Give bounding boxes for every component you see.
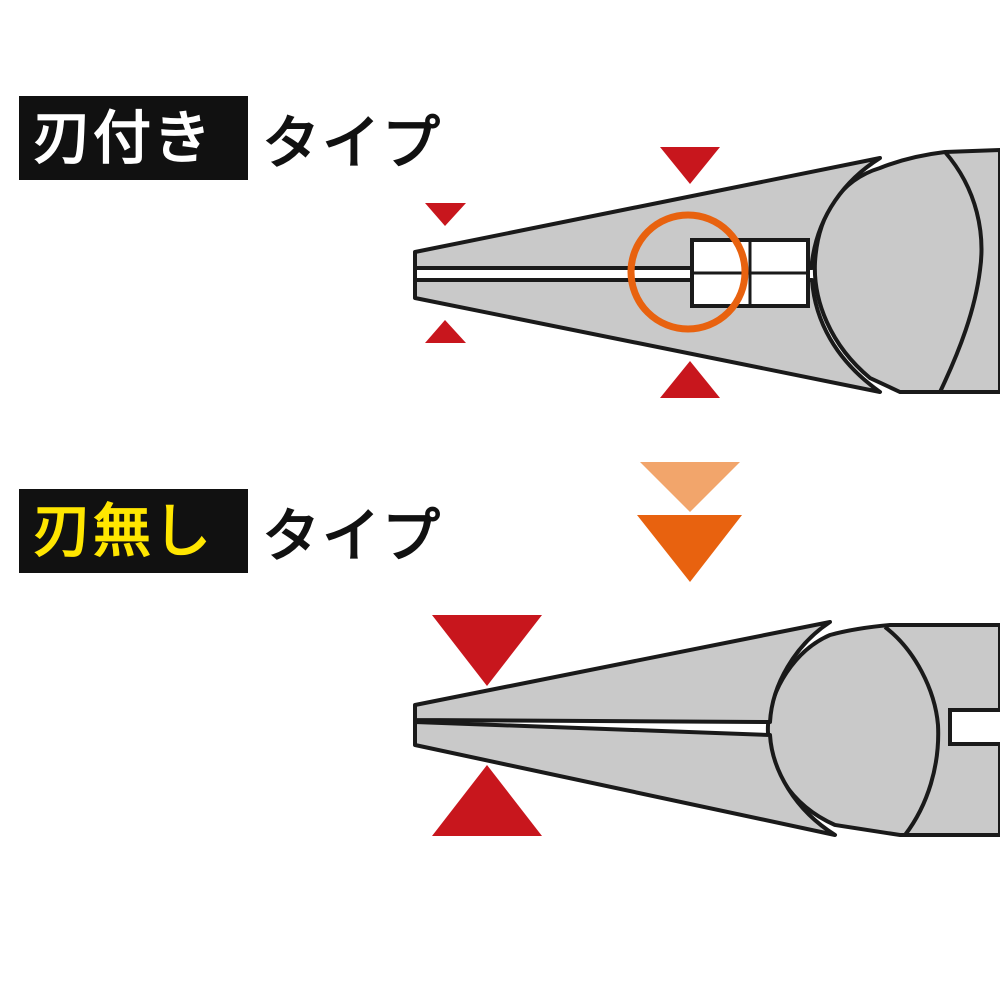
arrow-light	[640, 462, 740, 512]
plier-bottom-joint-curve	[883, 625, 941, 837]
badge-without-blade: 刃無し	[19, 489, 248, 573]
plier-bottom-window	[948, 708, 1000, 746]
plier-bottom-lower-jaw	[413, 720, 837, 837]
circle-highlight-icon	[627, 211, 749, 333]
badge-with-blade-text: 刃付き	[33, 104, 214, 172]
triangle-marker-icon	[660, 147, 720, 184]
plier-with-blade	[413, 147, 1000, 398]
badge-with-blade: 刃付き	[19, 96, 248, 180]
suffix-with-blade-text: タイプ	[262, 109, 443, 177]
triangle-marker-icon	[432, 615, 542, 686]
triangle-marker-icon	[660, 361, 720, 398]
plier-top-upper-jaw	[413, 156, 882, 270]
label-with-blade: 刃付き タイプ	[19, 96, 442, 180]
triangle-marker-icon	[432, 765, 542, 836]
badge-without-blade-text: 刃無し	[33, 497, 214, 565]
arrow-dark	[637, 515, 742, 582]
plier-top-lower-jaw	[413, 278, 882, 394]
plier-without-blade	[413, 615, 1000, 837]
double-chevron-down-icon	[637, 462, 742, 582]
suffix-without-blade-text: タイプ	[262, 502, 443, 570]
triangle-marker-icon	[425, 320, 466, 343]
plier-bottom-upper-jaw	[413, 620, 832, 724]
triangle-marker-icon	[425, 203, 466, 226]
label-without-blade: 刃無し タイプ	[19, 489, 442, 573]
plier-top-joint-curve	[938, 150, 984, 393]
